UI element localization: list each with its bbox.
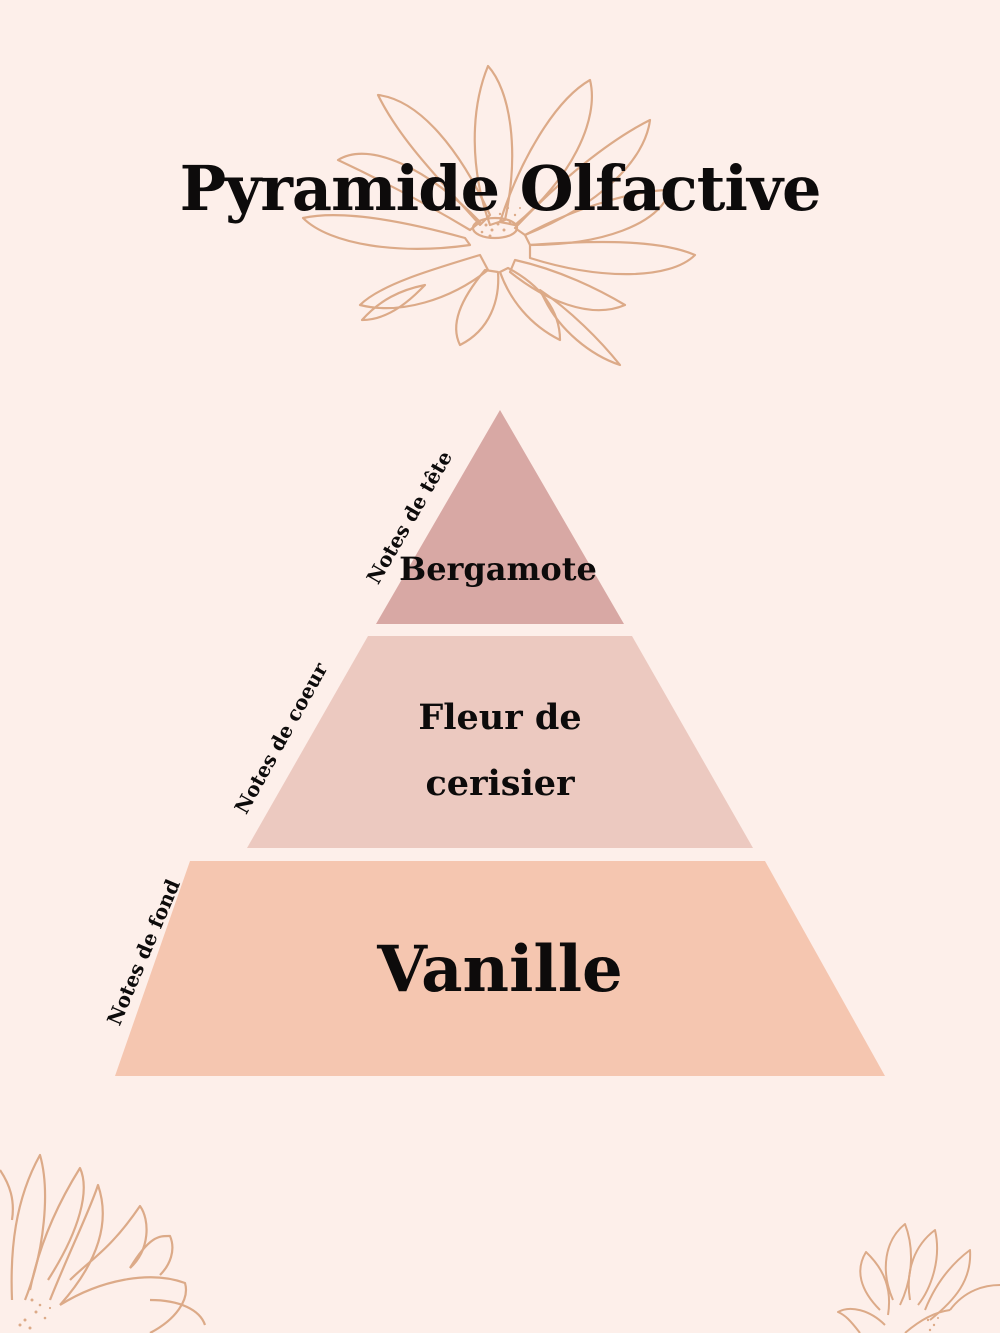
flower-bottom-left-dots bbox=[18, 1298, 52, 1330]
base-note-text: Vanille bbox=[377, 932, 623, 1007]
flower-bottom-right-icon bbox=[837, 1223, 1000, 1333]
flower-bottom-right-dots bbox=[926, 1317, 939, 1332]
heart-note-text: Fleur de cerisier bbox=[330, 685, 670, 817]
heart-note-line1: Fleur de bbox=[418, 697, 582, 738]
flower-bottom-left-icon bbox=[0, 1153, 207, 1333]
pyramid-tier-base bbox=[115, 861, 885, 1076]
pyramid-tier-top bbox=[376, 410, 624, 624]
top-note-text: Bergamote bbox=[399, 550, 597, 588]
heart-note-line2: cerisier bbox=[425, 763, 575, 804]
pyramid-tier-middle bbox=[247, 636, 753, 848]
flower-top-center-dots bbox=[480, 206, 521, 238]
flower-top-icon bbox=[301, 64, 697, 367]
page-title: Pyramide Olfactive bbox=[179, 152, 822, 225]
